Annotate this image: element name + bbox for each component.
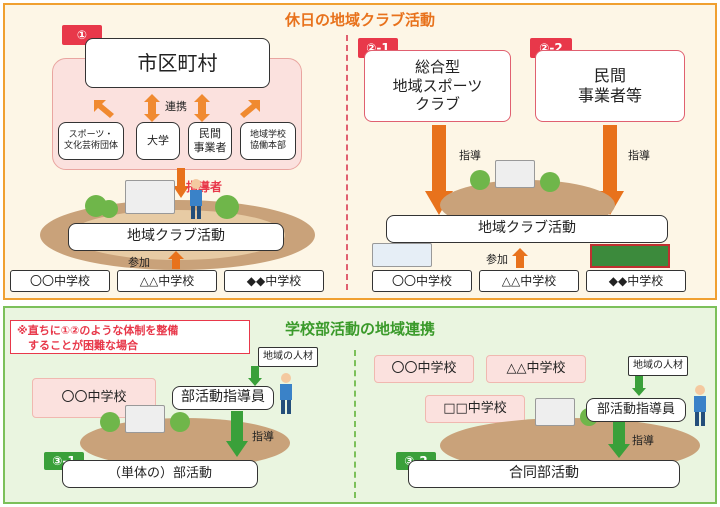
participate-arrow — [168, 251, 184, 269]
school-building — [125, 180, 175, 214]
partner-private-business: 民間 事業者 — [188, 122, 232, 160]
tree — [100, 412, 120, 432]
down-arrow — [248, 366, 262, 386]
school-box: 〇〇中学校 — [372, 270, 472, 292]
joint-club-box: 合同部活動 — [408, 460, 680, 488]
school-box-c: △△中学校 — [486, 355, 586, 383]
guide-arrow — [226, 411, 248, 457]
partner-university: 大学 — [136, 122, 180, 160]
divider — [354, 350, 356, 498]
school-box: 〇〇中学校 — [10, 270, 110, 292]
school-building — [495, 160, 535, 188]
club-activity-box-left: 地域クラブ活動 — [68, 223, 284, 251]
stadium — [590, 244, 670, 268]
weekend-club-title: 休日の地域クラブ活動 — [284, 11, 435, 29]
person-icon — [280, 373, 292, 414]
person-icon — [694, 385, 706, 426]
guide-arrow — [608, 422, 630, 458]
instructor-arrow — [173, 168, 189, 198]
school-box-a: 〇〇中学校 — [32, 378, 156, 418]
guide-label: 指導 — [632, 434, 654, 447]
school-building — [125, 405, 165, 433]
guide-label: 指導 — [628, 149, 650, 162]
school-box: ◆◆中学校 — [586, 270, 686, 292]
school-box: △△中学校 — [479, 270, 579, 292]
private-business-box: 民間 事業者等 — [535, 50, 685, 122]
single-club-box: （単体の）部活動 — [62, 460, 258, 488]
guide-arrow-left — [425, 125, 453, 215]
school-box-d: □□中学校 — [425, 395, 525, 423]
down-arrow — [632, 376, 646, 396]
link-label: 連携 — [165, 100, 187, 113]
participate-label: 参加 — [128, 256, 150, 269]
tree — [170, 412, 190, 432]
divider — [346, 35, 348, 290]
tree — [215, 195, 239, 219]
participate-label: 参加 — [486, 253, 508, 266]
club-activity-box-right: 地域クラブ活動 — [386, 215, 668, 243]
school-box: ◆◆中学校 — [224, 270, 324, 292]
municipality-box: 市区町村 — [85, 38, 270, 88]
guide-label: 指導 — [459, 149, 481, 162]
club-coach-box-left: 部活動指導員 — [172, 386, 274, 410]
gym-building — [372, 243, 432, 267]
tree — [470, 170, 490, 190]
school-box-b: 〇〇中学校 — [374, 355, 474, 383]
school-box: △△中学校 — [117, 270, 217, 292]
tree — [540, 172, 560, 192]
note-box: ※直ちに①②のような体制を整備 することが困難な場合 — [10, 320, 250, 354]
local-talent-box: 地域の人材 — [628, 356, 688, 376]
club-coach-box-right: 部活動指導員 — [586, 398, 686, 422]
school-building — [535, 398, 575, 426]
school-club-title: 学校部活動の地域連携 — [284, 320, 435, 338]
partner-sports-culture: スポーツ・ 文化芸術団体 — [58, 122, 124, 160]
guide-label: 指導 — [252, 430, 274, 443]
tree — [100, 200, 118, 218]
sports-club-box: 総合型 地域スポーツ クラブ — [364, 50, 511, 122]
person-icon — [190, 179, 202, 219]
participate-arrow — [512, 248, 528, 268]
local-talent-box: 地域の人材 — [258, 347, 318, 367]
partner-community-school-hq: 地域学校 協働本部 — [240, 122, 296, 160]
link-arrows — [94, 94, 260, 122]
